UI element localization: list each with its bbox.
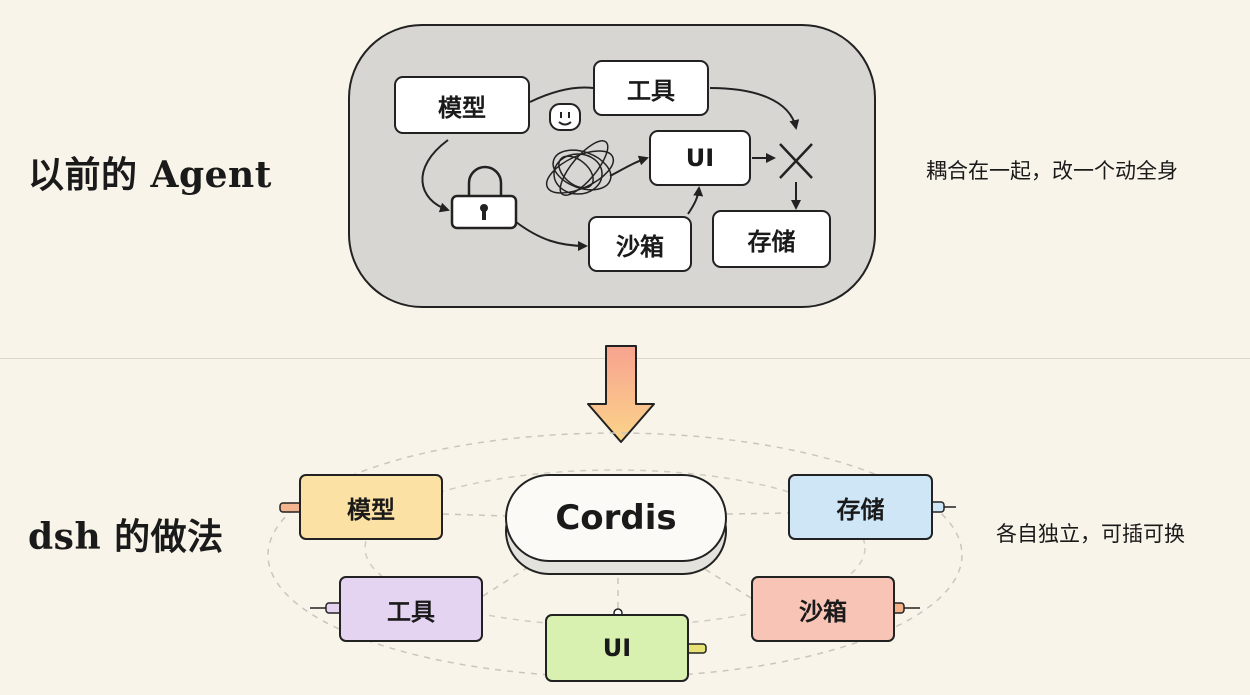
module-storage-label: 存储 (836, 495, 885, 524)
tangle-icon (545, 140, 615, 196)
module-sandbox: 沙箱 (751, 576, 895, 642)
lock-icon (450, 165, 518, 230)
sandbox-to-ui-arrow (687, 186, 704, 215)
face-icon (549, 103, 581, 131)
module-sandbox-label: 沙箱 (799, 597, 847, 626)
model-to-tools-line (529, 86, 594, 103)
module-tools-label: 工具 (387, 597, 435, 626)
node-storage: 存储 (712, 210, 831, 268)
down-arrow-icon (587, 345, 655, 443)
module-model: 模型 (299, 474, 443, 540)
module-ui-label: UI (602, 634, 632, 662)
module-storage: 存储 (788, 474, 933, 540)
tangle-to-ui-arrow (609, 155, 649, 177)
node-model: 模型 (394, 76, 530, 134)
before-heading: 以前的 Agent (28, 154, 272, 196)
node-ui: UI (649, 130, 751, 186)
node-tools-label: 工具 (627, 76, 675, 105)
link-model (442, 513, 507, 517)
link-sandbox (699, 565, 752, 599)
tools-to-x-arrow (709, 87, 800, 130)
module-tools: 工具 (339, 576, 483, 642)
node-model-label: 模型 (438, 93, 486, 122)
link-tools (482, 565, 531, 597)
after-caption: 各自独立，可插可换 (996, 522, 1185, 546)
model-to-lock-arrow (421, 139, 450, 213)
node-ui-label: UI (685, 144, 715, 172)
node-sandbox-label: 沙箱 (616, 232, 664, 261)
core-label: Cordis (555, 498, 677, 538)
node-storage-label: 存储 (747, 227, 796, 256)
close-icon (779, 143, 813, 179)
node-tools: 工具 (593, 60, 709, 116)
inner-ring (364, 469, 866, 627)
module-ui: UI (545, 614, 689, 682)
link-storage (726, 512, 790, 515)
after-heading: dsh 的做法 (28, 516, 224, 558)
before-caption: 耦合在一起，改一个动全身 (926, 159, 1178, 183)
core-node: Cordis (505, 474, 727, 562)
node-sandbox: 沙箱 (588, 216, 692, 272)
module-model-label: 模型 (347, 495, 395, 524)
lock-to-sandbox-arrow (515, 221, 588, 251)
